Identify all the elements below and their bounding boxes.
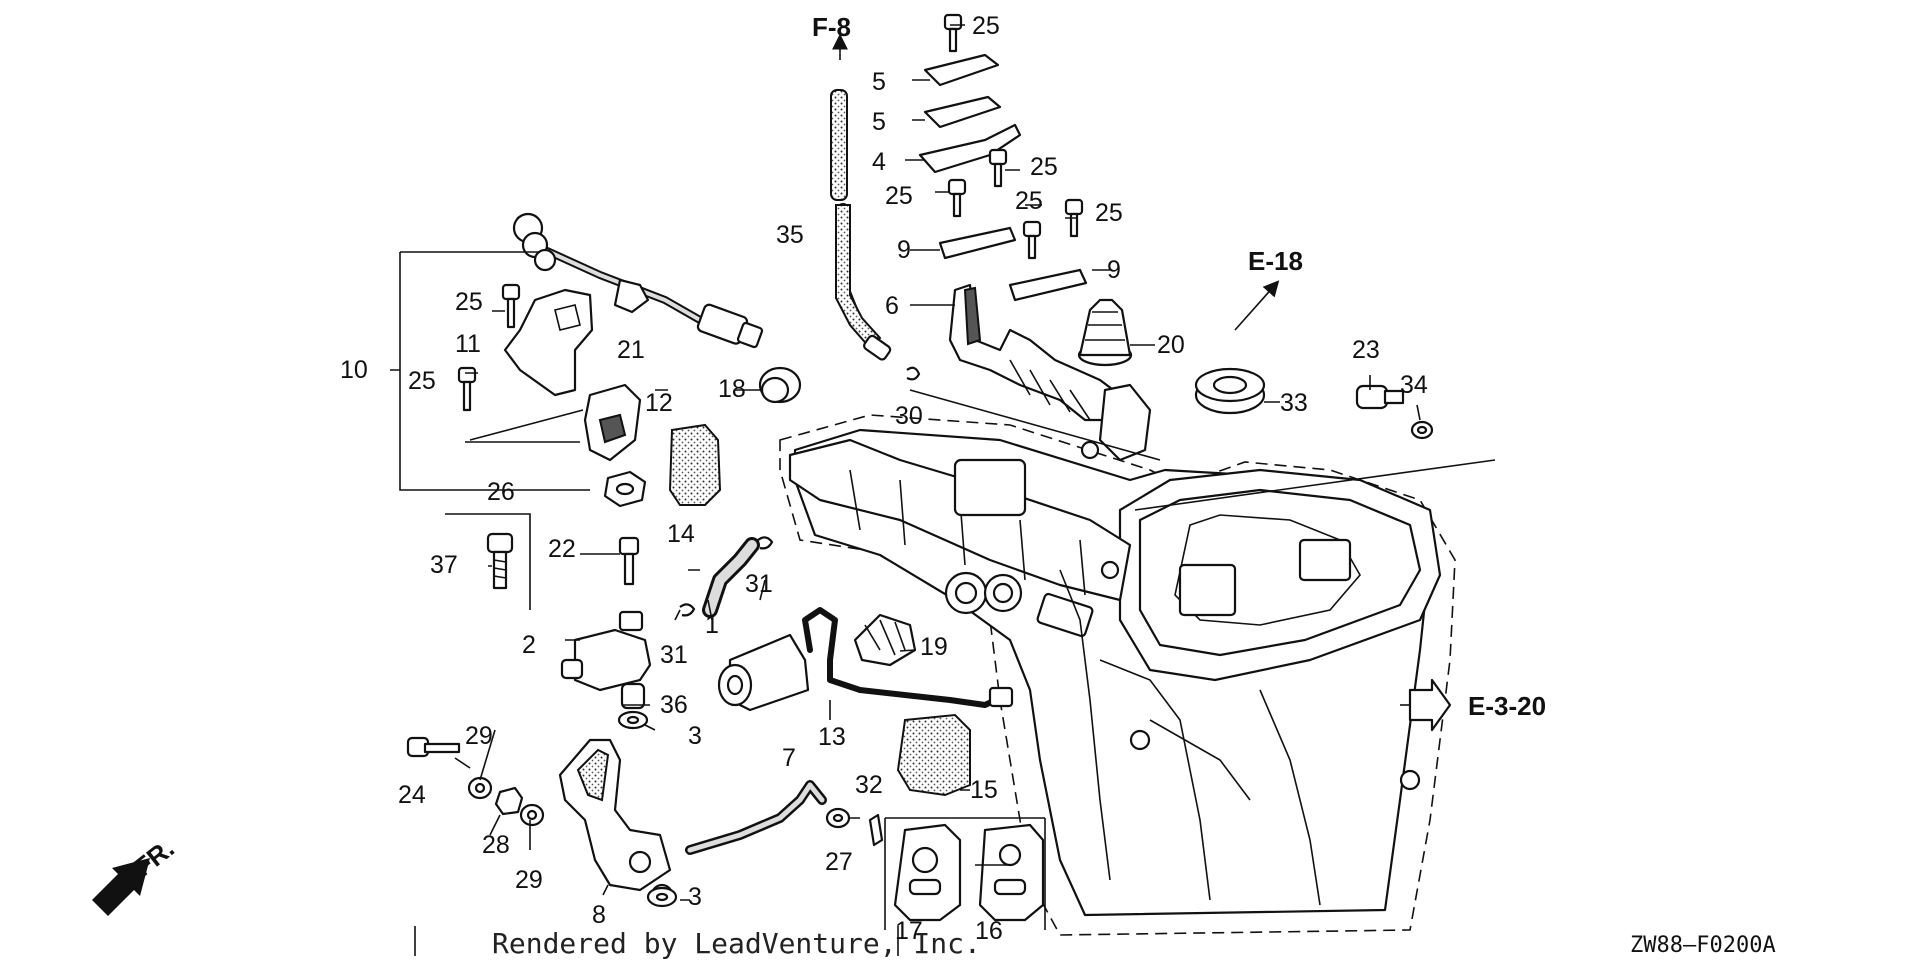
harness-10 <box>457 212 764 508</box>
pipe-7 <box>685 780 884 855</box>
callout-label: 27 <box>825 848 853 876</box>
callout-label: 31 <box>660 641 688 669</box>
callout-label: 4 <box>872 148 886 176</box>
callout-label: 29 <box>465 722 493 750</box>
callout-label: 2 <box>522 631 536 659</box>
callout-labels: 1 2 3 3 4 5 5 6 7 8 9 9 10 11 12 13 14 1… <box>340 12 1428 945</box>
callout-label: 23 <box>1352 336 1380 364</box>
callout-label: 25 <box>1030 153 1058 181</box>
callout-label: 18 <box>718 375 746 403</box>
callout-label: 25 <box>1015 187 1043 215</box>
reference-arrows <box>92 678 1452 916</box>
callout-label: 1 <box>705 611 719 639</box>
shift-rod-assembly <box>918 13 1152 462</box>
callout-label: 15 <box>970 776 998 804</box>
callout-label: 35 <box>776 221 804 249</box>
leader-lines <box>390 24 1496 956</box>
ref-e320: E-3-20 <box>1468 691 1546 721</box>
callout-label: 24 <box>398 781 426 809</box>
callout-label: 5 <box>872 108 886 136</box>
callout-label: 25 <box>972 12 1000 40</box>
callout-label: 30 <box>895 402 923 430</box>
callout-label: 11 <box>455 330 481 358</box>
callout-label: 9 <box>1107 256 1121 284</box>
small-parts-right <box>1077 298 1434 440</box>
callout-label: 32 <box>855 771 883 799</box>
callout-label: 34 <box>1400 371 1428 399</box>
callout-label: 28 <box>482 831 510 859</box>
callout-label: 10 <box>340 356 368 384</box>
callout-label: 16 <box>975 917 1003 945</box>
credit-text: Rendered by LeadVenture, Inc. <box>492 927 981 959</box>
callout-label: 31 <box>745 570 773 598</box>
sensor-13 <box>717 607 1014 712</box>
callout-label: 3 <box>688 883 702 911</box>
front-arrow-icon <box>92 858 150 916</box>
callout-label: 12 <box>645 389 673 417</box>
callout-label: 7 <box>782 744 796 772</box>
callout-label: 26 <box>487 478 515 506</box>
drawing-code: ZW88—F0200A <box>1630 933 1776 958</box>
extension-case <box>779 414 1456 936</box>
callout-label: 36 <box>660 691 688 719</box>
callout-label: 17 <box>895 917 923 945</box>
callout-label: 25 <box>408 367 436 395</box>
callout-label: 13 <box>818 723 846 751</box>
callout-label: 21 <box>617 336 645 364</box>
callout-label: 3 <box>688 722 702 750</box>
ref-f8: F-8 <box>812 12 851 42</box>
callout-label: 5 <box>872 68 886 96</box>
callout-label: 9 <box>897 236 911 264</box>
callout-label: 20 <box>1157 331 1185 359</box>
callout-label: 37 <box>430 551 458 579</box>
mount-pads <box>884 713 1046 930</box>
callout-label: 8 <box>592 901 606 929</box>
callout-label: 25 <box>455 288 483 316</box>
callout-label: 14 <box>667 520 695 548</box>
hollow-arrow-icon <box>1408 678 1452 732</box>
callout-label: 29 <box>515 866 543 894</box>
callout-label: 25 <box>1095 199 1123 227</box>
callout-label: 19 <box>920 633 948 661</box>
small-parts-left <box>486 366 921 730</box>
callout-label: 25 <box>885 182 913 210</box>
callout-label: 22 <box>548 535 576 563</box>
ref-e18: E-18 <box>1248 246 1303 276</box>
lever-8 <box>406 736 678 908</box>
callout-label: 6 <box>885 292 899 320</box>
hose-35 <box>830 89 892 361</box>
callout-label: 33 <box>1280 389 1308 417</box>
